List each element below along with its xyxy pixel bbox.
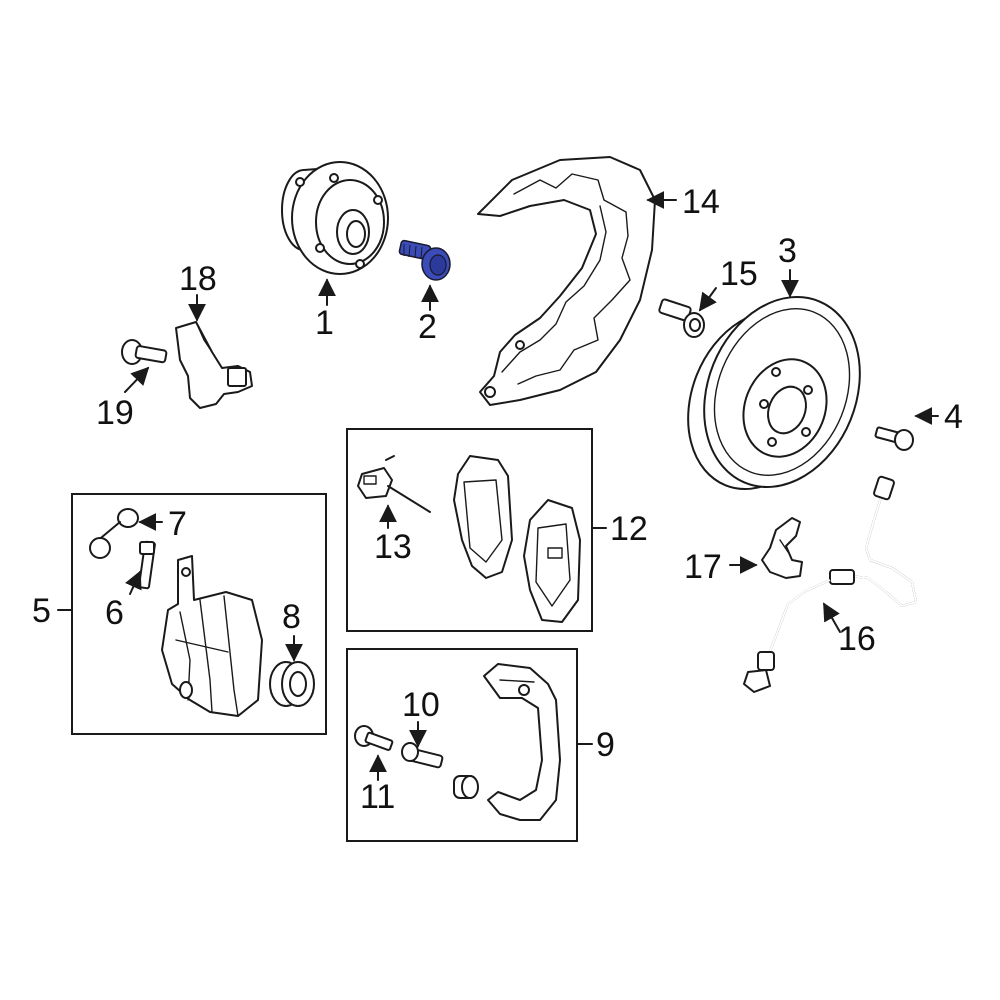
callout-19: 19 (96, 394, 134, 432)
bleeder-cap[interactable] (89, 508, 139, 559)
callout-17: 17 (684, 548, 722, 586)
hub-bolt[interactable] (398, 239, 451, 281)
caliper-group-box (71, 493, 327, 735)
callout-7: 7 (168, 505, 187, 543)
callout-6: 6 (105, 594, 124, 632)
callout-18: 18 (179, 260, 217, 298)
callout-11: 11 (360, 778, 395, 816)
guide-pin-bushing[interactable] (453, 775, 479, 799)
callout-16-leader (823, 602, 841, 633)
brake-pad-group-box (346, 428, 593, 632)
wheel-hub-bearing[interactable] (281, 161, 389, 275)
brake-rotor[interactable] (662, 273, 887, 510)
callout-12: 12 (610, 510, 648, 548)
callout-10: 10 (402, 686, 440, 724)
callout-15-leader (698, 287, 717, 312)
callout-4: 4 (944, 398, 963, 436)
callout-2: 2 (418, 308, 437, 346)
brake-pad-inner[interactable] (453, 455, 513, 579)
brake-pad-wear-sensor[interactable] (357, 455, 431, 513)
bleeder-screw[interactable] (138, 540, 156, 590)
caliper-guide-pin[interactable] (401, 742, 444, 769)
brake-hose-bracket[interactable] (761, 517, 803, 579)
rotor-screw[interactable] (658, 298, 705, 338)
callout-8: 8 (282, 598, 301, 636)
callout-9: 9 (596, 726, 615, 764)
abs-wheel-speed-sensor[interactable] (175, 321, 253, 409)
rotor-retaining-screw[interactable] (874, 426, 914, 451)
callout-3: 3 (778, 232, 797, 270)
brake-splash-shield[interactable] (477, 156, 656, 406)
brake-pad-outer[interactable] (523, 499, 581, 623)
callout-19-leader (124, 366, 150, 393)
callout-14: 14 (682, 183, 720, 221)
callout-1: 1 (315, 304, 334, 342)
carrier-bolt[interactable] (354, 725, 394, 751)
brake-hose[interactable] (743, 475, 918, 693)
callout-16: 16 (838, 620, 876, 658)
callout-5: 5 (32, 592, 51, 630)
callout-6-leader (125, 570, 142, 595)
callout-15: 15 (720, 255, 758, 293)
caliper-piston-seal[interactable] (269, 661, 315, 707)
caliper-carrier-bracket[interactable] (483, 663, 561, 821)
callout-13: 13 (374, 528, 412, 566)
sensor-bolt[interactable] (121, 339, 168, 365)
brake-caliper[interactable] (161, 555, 263, 717)
